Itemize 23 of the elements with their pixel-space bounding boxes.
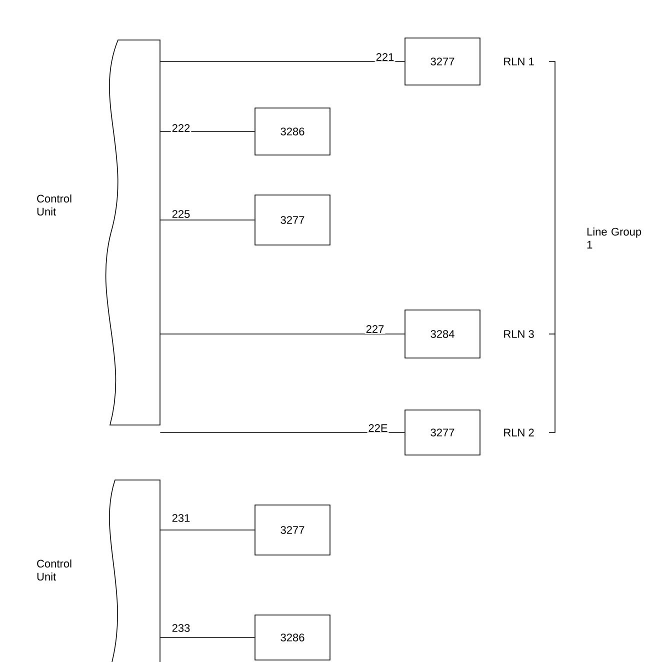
connection-line (160, 432, 405, 433)
unit-label: Control Unit (37, 194, 72, 216)
device-box: 3286 (254, 614, 330, 660)
rln-label: RLN 3 (504, 330, 534, 338)
edge-label: 233 (172, 624, 190, 632)
device-box: 3277 (404, 410, 480, 456)
connection-line (160, 637, 255, 638)
device-box: 3286 (254, 108, 330, 156)
device-box: 3277 (254, 194, 330, 246)
edge-label: 231 (172, 514, 190, 522)
device-box: 3277 (404, 38, 480, 86)
device-box: 3277 (254, 504, 330, 556)
edge-label: 225 (172, 210, 190, 218)
edge-label: 22E (368, 424, 388, 432)
edge-label: 221 (376, 53, 394, 61)
edge-label: 222 (172, 124, 190, 132)
unit-label: Control Unit (37, 559, 72, 581)
edge-label: 227 (366, 325, 384, 333)
connection-line (160, 61, 405, 62)
rln-label: RLN 1 (504, 58, 534, 66)
device-box: 3284 (404, 310, 480, 358)
group-label: Line Group 1 (587, 228, 642, 248)
rln-label: RLN 2 (504, 428, 534, 436)
